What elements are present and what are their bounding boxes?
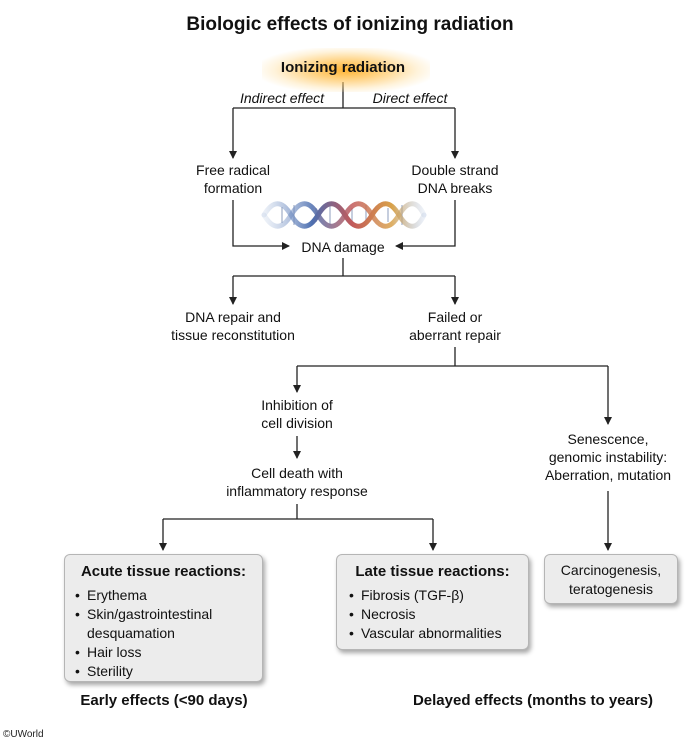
carcinogenesis-box: Carcinogenesis, teratogenesis: [544, 554, 678, 604]
acute-reactions-list: Erythema Skin/gastrointestinal desquamat…: [75, 586, 252, 681]
node-ionizing-radiation: Ionizing radiation: [280, 59, 406, 76]
label-indirect-effect: Indirect effect: [239, 90, 325, 106]
acute-reactions-box: Acute tissue reactions: Erythema Skin/ga…: [64, 554, 263, 682]
late-reactions-title: Late tissue reactions:: [355, 563, 510, 580]
list-item: Vascular abnormalities: [349, 624, 516, 643]
late-reactions-list: Fibrosis (TGF-β) Necrosis Vascular abnor…: [349, 586, 516, 643]
late-reactions-box: Late tissue reactions: Fibrosis (TGF-β) …: [336, 554, 529, 650]
connector-failed: [297, 347, 608, 367]
node-senescence: Senescence,genomic instability:Aberratio…: [544, 431, 672, 483]
list-item: Hair loss: [75, 643, 252, 662]
list-item: Sterility: [75, 662, 252, 681]
list-item: Necrosis: [349, 605, 516, 624]
footer-early-effects: Early effects (<90 days): [80, 692, 248, 709]
list-item: Fibrosis (TGF-β): [349, 586, 516, 605]
footer-delayed-effects: Delayed effects (months to years): [412, 692, 654, 709]
node-dna-damage: DNA damage: [301, 239, 385, 255]
connector-cell-death: [163, 504, 433, 520]
list-item: Skin/gastrointestinal desquamation: [75, 605, 252, 643]
dna-helix-icon: [261, 201, 427, 229]
list-item: Erythema: [75, 586, 252, 605]
arrow-dsb-to-dna: [395, 200, 456, 250]
radiation-glow: [262, 48, 430, 92]
connector-dna-damage: [233, 258, 455, 277]
acute-reactions-title: Acute tissue reactions:: [80, 563, 247, 580]
page-title: Biologic effects of ionizing radiation: [186, 14, 514, 35]
label-direct-effect: Direct effect: [372, 90, 448, 106]
arrow-free-radical-to-dna: [232, 200, 290, 250]
copyright-label: ©UWorld: [3, 729, 44, 740]
